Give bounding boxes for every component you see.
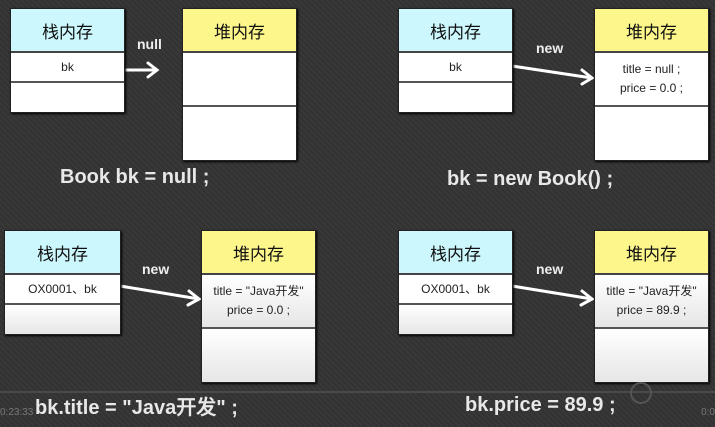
heap-title: 堆内存 — [183, 9, 296, 53]
stack-cell: bk — [11, 53, 124, 83]
arrow-icon — [510, 284, 595, 307]
heap-cell — [183, 53, 296, 107]
heap-title: 堆内存 — [595, 231, 708, 275]
arrow-label: null — [137, 36, 162, 52]
stack-memory-box: 栈内存 OX0001、bk — [4, 230, 121, 335]
stack-cell-empty — [5, 305, 120, 334]
heap-cell-empty — [595, 107, 708, 160]
heap-cell: title = "Java开发" price = 89.9 ; — [595, 275, 708, 329]
heap-field: title = "Java开发" — [606, 284, 697, 298]
stack-memory-box: 栈内存 bk — [398, 8, 513, 113]
stack-title: 栈内存 — [399, 231, 512, 275]
heap-field: title = null ; — [622, 62, 681, 76]
heap-title: 堆内存 — [202, 231, 315, 275]
stack-cell: OX0001、bk — [399, 275, 512, 305]
stack-cell: OX0001、bk — [5, 275, 120, 305]
code-caption: bk.price = 89.9 ; — [465, 394, 616, 416]
current-time: 0:23:33 — [0, 407, 34, 418]
arrow-icon — [510, 64, 595, 86]
heap-cell-empty — [183, 107, 296, 160]
stack-title: 栈内存 — [399, 9, 512, 53]
stack-memory-box: 栈内存 bk — [10, 8, 125, 113]
arrow-icon — [122, 61, 160, 79]
stack-cell-empty — [399, 305, 512, 334]
heap-field: price = 89.9 ; — [616, 303, 687, 317]
heap-field: title = "Java开发" — [213, 284, 304, 298]
stack-title: 栈内存 — [11, 9, 124, 53]
heap-memory-box: 堆内存 title = "Java开发" price = 0.0 ; — [201, 230, 316, 383]
code-caption: bk = new Book() ; — [447, 168, 614, 190]
code-caption: bk.title = "Java开发" ; — [35, 397, 238, 419]
heap-field: price = 0.0 ; — [226, 303, 291, 317]
heap-title: 堆内存 — [595, 9, 708, 53]
heap-cell-empty — [595, 329, 708, 382]
arrow-icon — [118, 284, 202, 307]
stack-memory-box: 栈内存 OX0001、bk — [398, 230, 513, 335]
arrow-label: new — [142, 261, 170, 277]
heap-cell: title = "Java开发" price = 0.0 ; — [202, 275, 315, 329]
video-timeline[interactable] — [0, 391, 715, 393]
heap-memory-box: 堆内存 title = null ; price = 0.0 ; — [594, 8, 709, 161]
heap-field: price = 0.0 ; — [619, 81, 684, 95]
heap-memory-box: 堆内存 title = "Java开发" price = 89.9 ; — [594, 230, 709, 383]
code-caption: Book bk = null ; — [60, 166, 210, 188]
heap-memory-box: 堆内存 — [182, 8, 297, 161]
timeline-scrubber[interactable] — [630, 382, 652, 404]
heap-cell-empty — [202, 329, 315, 382]
arrow-label: new — [536, 40, 564, 56]
end-time: 0:0 — [701, 407, 715, 418]
stack-cell-empty — [399, 83, 512, 112]
stack-cell-empty — [11, 83, 124, 112]
heap-cell: title = null ; price = 0.0 ; — [595, 53, 708, 107]
stack-title: 栈内存 — [5, 231, 120, 275]
arrow-label: new — [536, 261, 564, 277]
stack-cell: bk — [399, 53, 512, 83]
